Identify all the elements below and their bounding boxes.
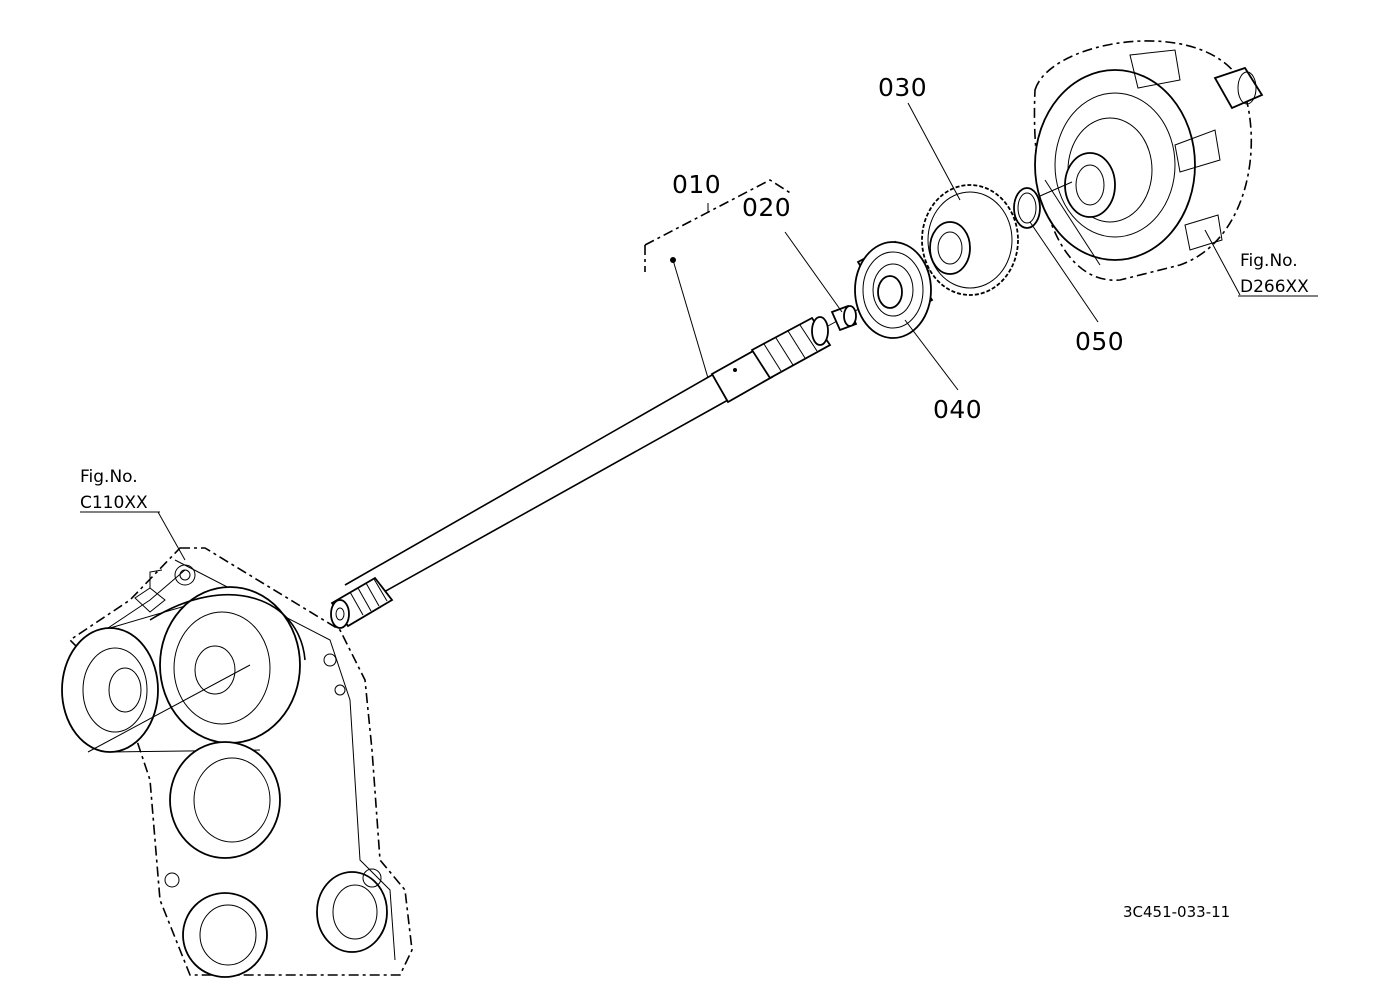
shaft-010 <box>330 263 941 629</box>
callout-050: 050 <box>1075 327 1124 356</box>
callout-030: 030 <box>878 73 927 102</box>
callout-010: 010 <box>672 170 721 199</box>
clutch-assembly <box>1033 40 1264 281</box>
ref-left-label: Fig.No. <box>80 467 138 487</box>
ref-right-label: Fig.No. <box>1240 251 1298 271</box>
bearing-040 <box>854 240 934 339</box>
gear-030 <box>921 184 1019 296</box>
ref-right-code: D266XX <box>1240 277 1309 297</box>
snap-ring-050 <box>1013 187 1041 229</box>
callout-040: 040 <box>933 395 982 424</box>
callout-020: 020 <box>742 193 791 222</box>
leader-lines <box>80 102 1318 561</box>
transmission-housing <box>61 547 413 978</box>
collar-020 <box>830 304 858 332</box>
ref-left-code: C110XX <box>80 493 148 513</box>
drawing-code: 3C451-033-11 <box>1123 903 1230 921</box>
